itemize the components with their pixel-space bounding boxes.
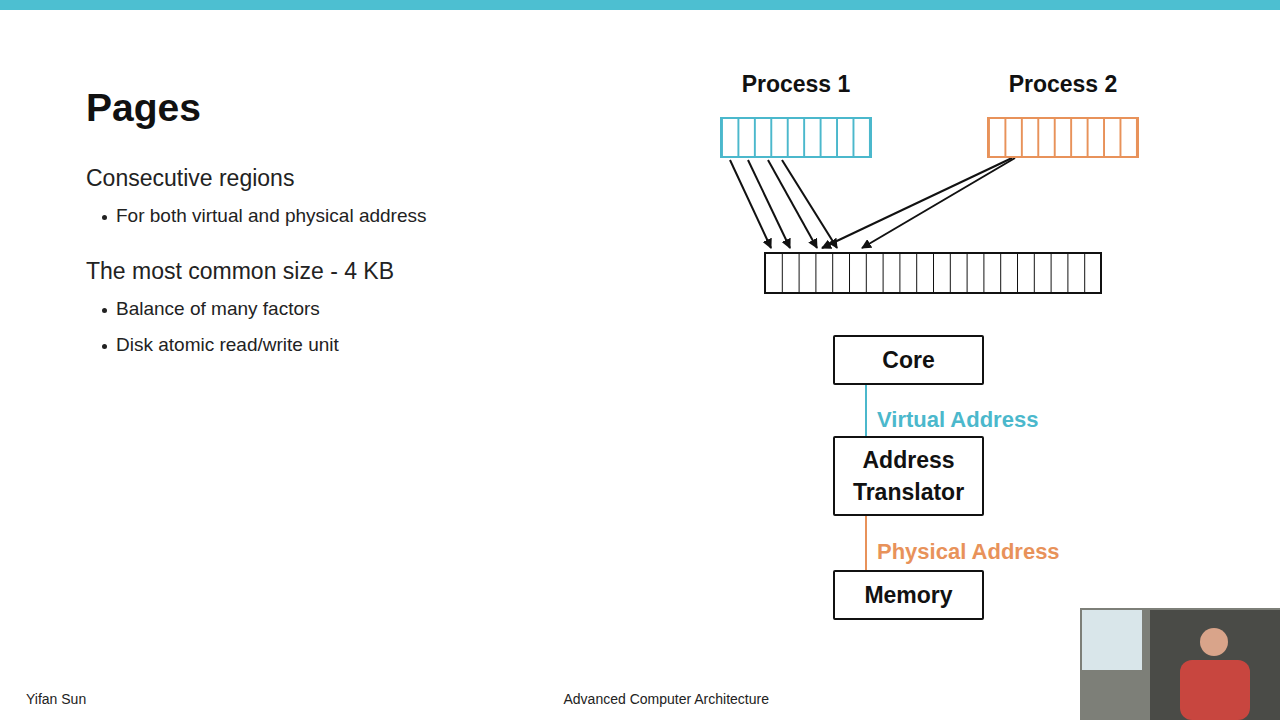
mapping-arrow	[782, 160, 837, 248]
webcam-frame	[1080, 608, 1280, 720]
bullet-heading: Consecutive regions	[86, 165, 294, 192]
array-heading: Process 1	[682, 71, 910, 98]
webcam-screen	[1082, 610, 1142, 670]
box-label: Address Translator	[835, 444, 982, 508]
array-heading: Process 2	[949, 71, 1177, 98]
process-box: Core	[833, 335, 984, 385]
footer-author: Yifan Sun	[26, 691, 86, 707]
signal-label: Virtual Address	[877, 407, 1038, 433]
bullet-text: Balance of many factors	[116, 298, 320, 320]
box-label: Core	[882, 344, 934, 376]
mapping-arrows	[730, 158, 1015, 248]
webcam-head	[1200, 628, 1228, 656]
virtual-page-array: Process 1	[720, 117, 872, 158]
mapping-arrow	[862, 158, 1015, 248]
signal-line	[865, 516, 867, 570]
webcam-person	[1180, 660, 1250, 720]
webcam-wall	[1150, 610, 1280, 720]
process-box: Memory	[833, 570, 984, 620]
mapping-arrow	[730, 160, 771, 248]
virtual-page-array: Process 2	[987, 117, 1139, 158]
signal-label: Physical Address	[877, 539, 1060, 565]
bullet-heading: The most common size - 4 KB	[86, 258, 394, 285]
mapping-arrow	[748, 160, 790, 248]
mapping-arrow	[822, 158, 1012, 248]
process-box: Address Translator	[833, 436, 984, 516]
footer-course: Advanced Computer Architecture	[564, 691, 769, 707]
signal-line	[865, 385, 867, 436]
bullet-text: Disk atomic read/write unit	[116, 334, 339, 356]
slide-title: Pages	[86, 86, 201, 130]
bullet-dot	[102, 215, 107, 220]
bullet-dot	[102, 308, 107, 313]
top-bar	[0, 0, 1280, 10]
webcam-inset	[1080, 608, 1280, 720]
physical-memory-strip	[765, 253, 1101, 293]
bullet-text: For both virtual and physical address	[116, 205, 427, 227]
box-label: Memory	[864, 579, 952, 611]
bullet-dot	[102, 344, 107, 349]
